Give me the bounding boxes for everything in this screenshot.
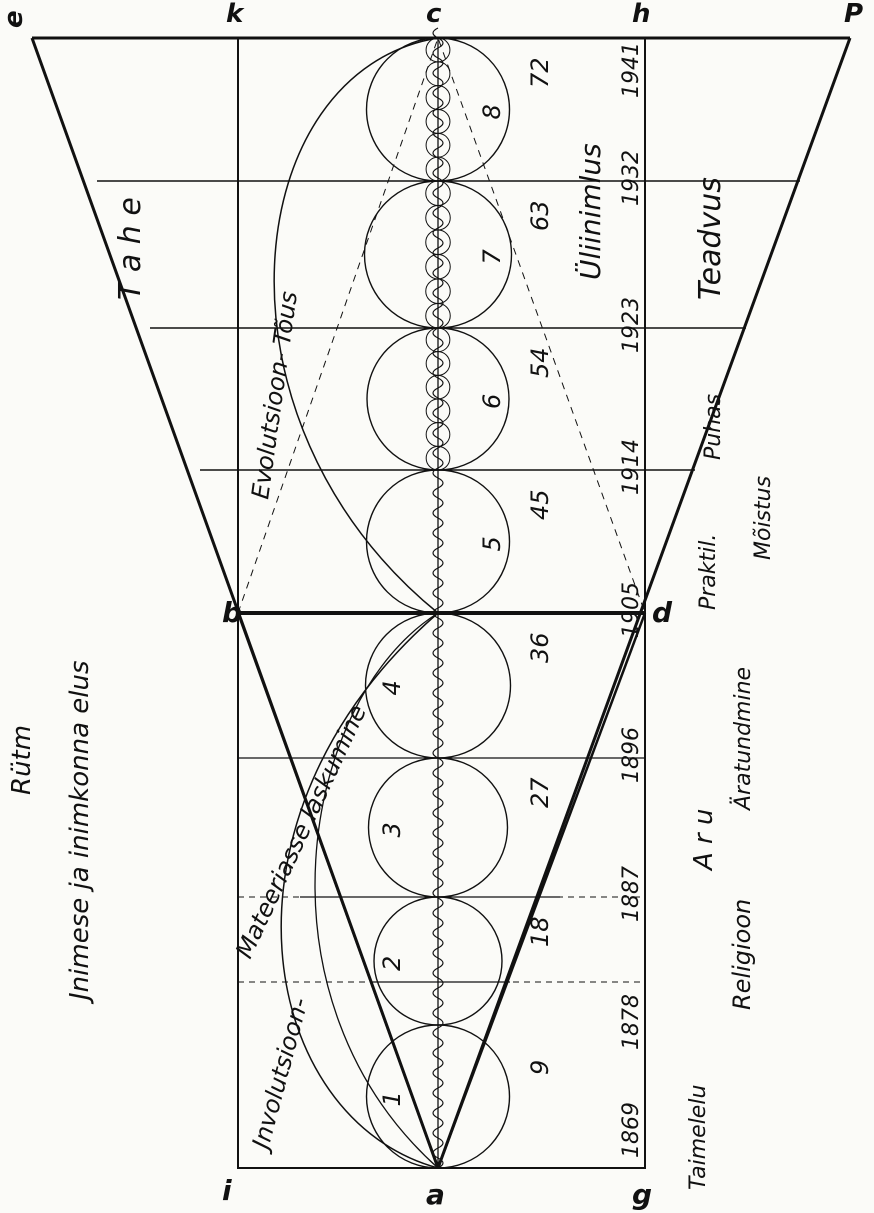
age-label: 72 (526, 57, 554, 88)
label-evolution: Evolutsioon- Tõus (246, 289, 303, 500)
cycle-number: 6 (478, 394, 506, 409)
point-a: a (426, 1178, 445, 1211)
age-label: 54 (526, 347, 554, 378)
year-label: 1941 (619, 42, 644, 98)
label-superman: Üliinimlus (573, 143, 607, 280)
line-a-d (436, 612, 647, 1169)
edge-p-a (436, 37, 852, 1169)
point-c: c (426, 0, 442, 29)
subtitle: Jnimese ja inimkonna elus (65, 660, 95, 1005)
age-label: 18 (526, 916, 554, 947)
involution-curve (280, 612, 439, 1169)
year-label: 1896 (619, 727, 644, 783)
label-plant: Taimelelu (686, 1085, 711, 1190)
label-religion: Religioon (728, 899, 756, 1010)
cycle-number: 8 (478, 104, 506, 119)
year-label: 1932 (619, 150, 644, 206)
cycle-number: 4 (378, 680, 406, 695)
year-label: 1869 (619, 1102, 644, 1158)
label-will: T a h e (113, 197, 148, 300)
wave-line (432, 27, 444, 1169)
point-p: P (844, 0, 863, 29)
year-label: 1887 (619, 866, 644, 922)
evolution-curve (273, 37, 439, 614)
title: Rütm (7, 725, 37, 795)
label-practical: Praktil. (696, 534, 721, 610)
descent-curve (314, 612, 439, 1169)
year-label: 1905 (619, 582, 644, 638)
point-i: i (222, 1174, 232, 1207)
year-label: 1923 (619, 297, 644, 353)
line-a-b (236, 612, 440, 1169)
point-b: b (222, 596, 242, 629)
cycle-number: 1 (378, 1091, 406, 1106)
label-reason: A r u (689, 809, 719, 872)
year-label: 1914 (619, 439, 644, 495)
dashed-triangle (237, 36, 646, 614)
label-awakening: Äratundmine (730, 667, 756, 812)
cycle-number: 7 (478, 249, 506, 265)
age-label: 9 (526, 1060, 554, 1075)
label-pure: Puhas (701, 394, 726, 460)
cycle-number: 2 (378, 956, 406, 971)
year-label: 1878 (619, 994, 644, 1050)
label-involution: Jnvolutsioon- (246, 995, 314, 1156)
cycle-number: 3 (378, 822, 406, 837)
point-d: d (652, 596, 673, 629)
age-label: 27 (526, 777, 554, 808)
label-science: Teadvus (693, 177, 728, 300)
point-h: h (632, 0, 651, 29)
age-label: 63 (526, 200, 554, 231)
label-concept: Mõistus (751, 476, 776, 560)
age-label: 36 (526, 632, 554, 663)
age-label: 45 (526, 489, 554, 520)
point-e: e (0, 10, 29, 28)
cycle-number: 5 (478, 536, 506, 551)
point-g: g (632, 1178, 652, 1211)
point-k: k (226, 0, 245, 29)
